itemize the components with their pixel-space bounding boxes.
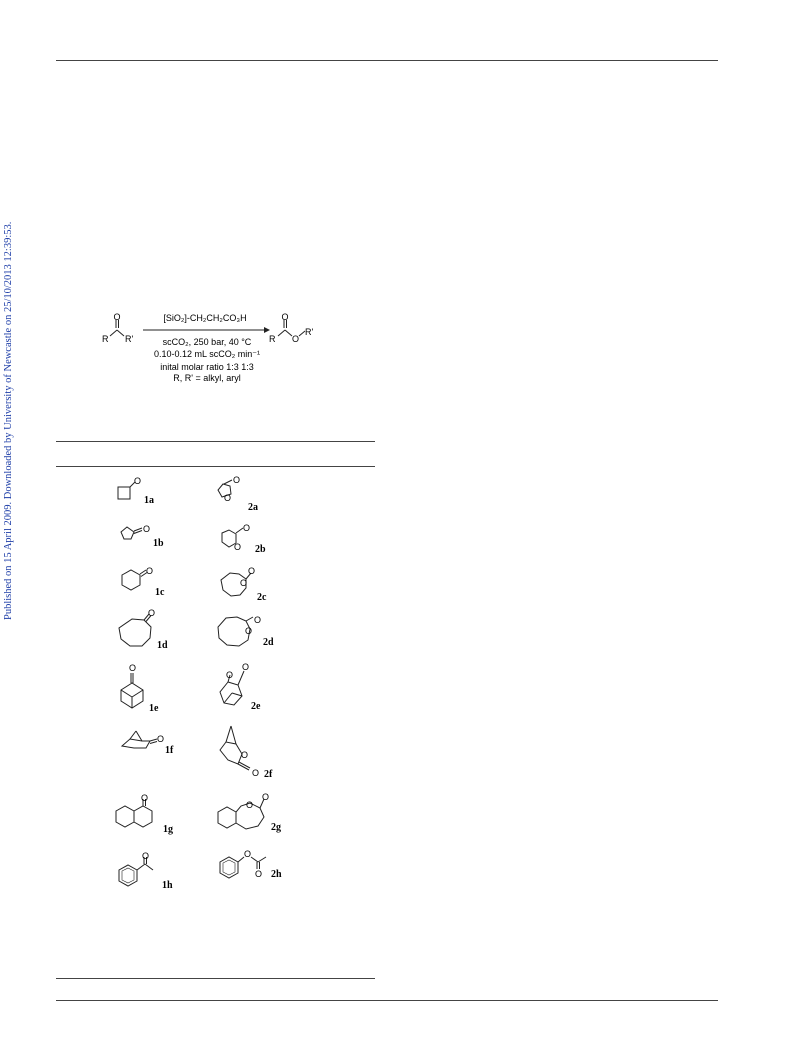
atom-O-2b-ring: O [234,542,241,552]
structure-2e [219,670,245,706]
scheme-reagent: [SiO₂]-CH₂CH₂CO₃H [163,313,246,323]
structure-1d [118,613,152,647]
atom-O-1d: O [148,608,155,618]
reaction-arrowhead [264,327,270,333]
scheme-condition-2: 0.10-0.12 mL scCO₂ min⁻¹ [154,349,260,359]
atom-O-1g: O [141,793,148,803]
compound-label-2b: 2b [255,544,266,555]
atom-O-2f-ring: O [241,750,248,760]
structure-2d [217,616,254,647]
compound-label-1e: 1e [149,703,159,714]
compound-label-1a: 1a [144,495,154,506]
table-bottom-rule [56,978,375,979]
structure-2f [219,725,251,771]
structure-1e [120,673,144,709]
structure-2a [217,479,233,498]
atom-O-2a-carbonyl: O [233,475,240,485]
compound-label-2f: 2f [264,769,273,780]
table-top-rule [56,441,375,442]
compound-label-1c: 1c [155,587,165,598]
footer-rule [56,1000,718,1001]
structure-2b [221,527,244,548]
atom-O-2g-carbonyl: O [262,792,269,802]
atom-O-2h-carbonyl: O [255,869,262,879]
reactant-O: O [114,312,121,322]
compound-label-2h: 2h [271,869,282,880]
atom-O-2b-carbonyl: O [243,523,250,533]
compound-label-1d: 1d [157,640,168,651]
product-O-carbonyl: O [282,312,289,322]
atom-O-2e-carbonyl: O [242,662,249,672]
atom-O-2c-ring: O [240,578,247,588]
structure-1g [115,799,153,828]
atom-O-1e: O [129,663,136,673]
header-rule [56,60,718,61]
atom-O-2e-ring: O [226,670,233,680]
atom-O-1f: O [157,734,164,744]
compound-label-1g: 1g [163,824,173,835]
compound-label-2a: 2a [248,502,258,513]
structure-2g [217,798,265,830]
reactant-ketone [109,320,125,337]
product-R: R [269,334,276,344]
structure-1a [117,481,136,500]
reactant-R: R [102,334,109,344]
compound-label-1h: 1h [162,880,173,891]
compound-label-1b: 1b [153,538,164,549]
atom-O-1h: O [142,851,149,861]
structure-1f [120,730,158,749]
product-O-ester: O [292,334,299,344]
product-ester [277,320,306,337]
atom-O-2d-ring: O [245,626,252,636]
atom-O-1c: O [146,566,153,576]
atom-O-2d-carbonyl: O [254,615,261,625]
structure-1c [121,569,148,591]
reactant-Rprime: R' [125,334,133,344]
compound-label-2g: 2g [271,822,281,833]
structure-2c [220,572,252,597]
scheme-condition-1: scCO₂, 250 bar, 40 °C [163,337,252,347]
compound-label-1f: 1f [165,745,174,756]
scheme-condition-4: R, R' = alkyl, aryl [173,373,240,383]
scheme-condition-3: inital molar ratio 1:3 1:3 [160,362,254,372]
structure-1b [120,526,143,540]
compound-label-2c: 2c [257,592,267,603]
atom-O-2c-carbonyl: O [248,566,255,576]
compound-label-2d: 2d [263,637,274,648]
atom-O-2h-ester: O [244,849,251,859]
product-Rprime: R' [305,327,313,337]
table-header-rule [56,466,375,467]
atom-O-2g-ring: O [246,800,253,810]
structure-2h [219,856,267,879]
atom-O-1b: O [143,524,150,534]
atom-O-2a-ring: O [224,493,231,503]
compound-label-2e: 2e [251,701,261,712]
atom-O-1a: O [134,476,141,486]
structure-1h [118,857,154,887]
atom-O-2f-carbonyl: O [252,768,259,778]
